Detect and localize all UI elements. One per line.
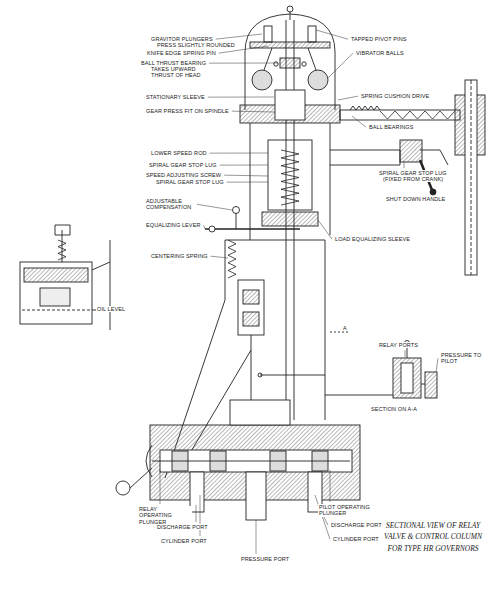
part-label: LOWER SPEED ROD: [150, 150, 208, 156]
part-label: SPIRAL GEAR STOP LUG: [155, 179, 225, 185]
part-label: DISCHARGE PORT: [330, 522, 383, 528]
drawing-title: SECTIONAL VIEW OF RELAY VALVE & CONTROL …: [384, 520, 482, 554]
leader-line: [405, 350, 406, 357]
part-label: CYLINDER PORT: [160, 538, 208, 544]
leader-line: [203, 225, 205, 229]
oil-level-line: [22, 310, 90, 311]
relay-end-link: [116, 481, 130, 495]
speed-gear-housing: [268, 140, 312, 210]
leader-line: [224, 175, 268, 177]
part-label: BALL BEARINGS: [368, 124, 415, 130]
shut-down-handle: [420, 150, 448, 165]
part-label: KNIFE EDGE SPRING PIN: [146, 50, 217, 56]
leader-line: [316, 30, 348, 39]
load-equalizing-sleeve: [262, 212, 318, 226]
dashpot-window: [238, 280, 264, 335]
discharge-port: [190, 472, 204, 512]
spring-coil: [380, 111, 455, 119]
spring-coil: [281, 150, 299, 205]
relay-port-valve: [393, 358, 421, 398]
part-label: RELAY PORTS: [378, 342, 419, 348]
leader-line: [232, 111, 275, 113]
oil-dashpot: [20, 262, 92, 324]
leader-line: [209, 63, 278, 64]
part-label: STATIONARY SLEEVE: [145, 94, 206, 100]
spring-coil: [58, 240, 66, 260]
part-label: OIL LEVEL: [96, 306, 126, 312]
part-label: SPEED ADJUSTING SCREW: [145, 172, 222, 178]
leader-line: [160, 470, 161, 504]
relay-end-cap: [146, 445, 152, 477]
part-label: PILOT OPERATING PLUNGER: [318, 504, 374, 517]
gravitor-plunger: [308, 26, 316, 42]
drive-shaft: [340, 110, 460, 120]
spring-coil: [228, 240, 236, 278]
pressure-port: [246, 472, 266, 520]
top-knob: [287, 6, 293, 12]
part-label: TAKES UPWARD THRUST OF HEAD: [150, 66, 214, 79]
part-label: SPIRAL GEAR STOP LUG: [148, 162, 218, 168]
leader-line: [432, 188, 433, 194]
leader-line: [436, 358, 438, 372]
part-label: VIBRATOR BALLS: [355, 50, 405, 56]
leader-line: [328, 53, 353, 78]
leader-line: [318, 220, 332, 239]
part-label: RELAY OPERATING PLUNGER: [138, 506, 192, 525]
stationary-sleeve: [275, 90, 305, 120]
leader-line: [404, 162, 405, 168]
leader-line: [256, 520, 257, 554]
leader-line: [352, 116, 366, 127]
column-body: [225, 240, 325, 420]
leader-line: [196, 505, 197, 522]
part-label: LOAD EQUALIZING SLEEVE: [334, 236, 411, 242]
section-a-a: [425, 372, 437, 398]
compensation-pin: [233, 207, 240, 214]
gravitor-plunger: [264, 26, 272, 42]
part-label: CENTERING SPRING: [150, 253, 209, 259]
equalizing-lever: [205, 228, 300, 230]
leader-line: [338, 96, 358, 100]
part-label: PRESS SLIGHTLY ROUNDED: [156, 42, 236, 48]
part-label: SHUT DOWN HANDLE: [385, 196, 446, 202]
leader-line: [208, 97, 274, 98]
part-label: CYLINDER PORT: [332, 536, 380, 542]
part-label: (FIXED FROM CRANK): [382, 176, 444, 182]
leader-line: [220, 165, 268, 166]
part-label: TAPPED PIVOT PINS: [350, 36, 408, 42]
part-label: DISCHARGE PORT: [156, 524, 209, 530]
column-housing: [250, 123, 400, 240]
leader-line: [227, 182, 268, 183]
part-label: SECTION ON A-A: [370, 406, 418, 412]
part-label: PRESSURE PORT: [240, 556, 290, 562]
part-label: PRESSURE TO PILOT: [440, 352, 484, 365]
leader-line: [315, 495, 330, 539]
leader-line: [216, 34, 262, 39]
vertical-shaft: [465, 80, 477, 275]
leader-line: [330, 470, 331, 502]
leader-line: [210, 153, 268, 154]
part-label: A: [342, 325, 348, 331]
part-label: ADJUSTABLE COMPENSATION: [145, 198, 195, 211]
part-label: GEAR PRESS FIT ON SPINDLE: [145, 108, 230, 114]
thrust-bearing: [280, 58, 300, 68]
part-label: SPRING CUSHION DRIVE: [360, 93, 430, 99]
vibrator-ball: [252, 70, 272, 90]
vibrator-ball: [308, 70, 328, 90]
part-label: EQUALIZING LEVER: [145, 222, 201, 228]
leader-line: [211, 256, 228, 258]
leader-line: [197, 204, 232, 210]
